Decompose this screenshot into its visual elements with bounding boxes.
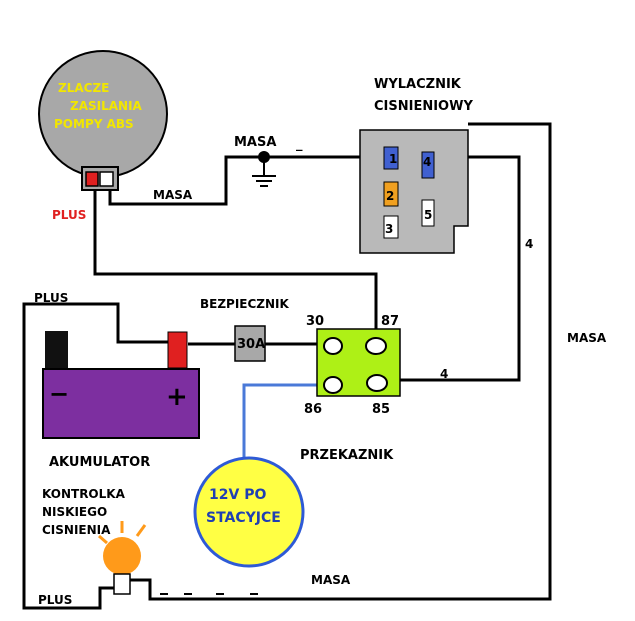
lamp-label-1: KONTROLKA [42, 487, 126, 501]
switch-pin-2: 2 [386, 189, 394, 203]
fuse-body [234, 325, 266, 362]
pump-masa-label: MASA [153, 188, 193, 202]
pump-label-1: ZLACZE [58, 81, 109, 95]
wire-4-label-horizontal: 4 [440, 367, 448, 381]
wire-4-label-vertical: 4 [525, 237, 533, 251]
masa-bottom-label: MASA [311, 573, 351, 587]
fuse-title: BEZPIECZNIK [200, 297, 290, 311]
relay-title: PRZEKAZNIK [300, 448, 394, 463]
battery-minus: − [49, 380, 69, 408]
pump-plus-label: PLUS [52, 208, 86, 222]
ignition-label-2: STACYJCE [206, 510, 281, 526]
lamp-plus-label: PLUS [38, 593, 72, 607]
wire-masa-right [128, 122, 552, 601]
ground-symbol [252, 151, 276, 187]
switch-pin-3: 3 [385, 222, 393, 236]
lamp-label-3: CISNIENIA [42, 523, 111, 537]
pump-label-3: POMPY ABS [54, 117, 134, 131]
relay-terminal-86: 86 [304, 402, 322, 417]
battery-title: AKUMULATOR [49, 455, 150, 470]
wire-lamp-plus [22, 575, 116, 610]
switch-pin-5: 5 [424, 208, 432, 222]
switch-title-2: CISNIENIOWY [374, 99, 473, 114]
battery-plus: + [166, 382, 188, 412]
ignition-label-1: 12V PO [209, 487, 266, 503]
ignition-circle [193, 456, 305, 568]
relay-terminal-85: 85 [372, 402, 390, 417]
fuse-rating: 30A [237, 337, 265, 352]
switch-pin-4: 4 [423, 155, 431, 169]
battery-plus-wire-label: PLUS [34, 291, 68, 305]
masa-right-label: MASA [567, 331, 607, 345]
wire-pump-masa [108, 155, 264, 206]
ground-label: MASA [234, 135, 276, 150]
warning-lamp [98, 521, 147, 595]
pressure-switch [359, 129, 469, 254]
pump-label-2: ZASILANIA [70, 99, 143, 113]
relay [316, 328, 401, 397]
wires [22, 122, 552, 610]
switch-pin-1: 1 [389, 152, 397, 166]
wire-battery-plus [22, 302, 177, 575]
lamp-label-2: NISKIEGO [42, 505, 107, 519]
switch-title-1: WYLACZNIK [374, 77, 462, 92]
pump-connector [38, 50, 168, 191]
wire-4 [400, 155, 521, 382]
ground-sign: _ [296, 137, 303, 152]
relay-terminal-30: 30 [306, 314, 324, 329]
relay-terminal-87: 87 [381, 314, 399, 329]
wire-ignition [242, 383, 333, 468]
battery [42, 331, 200, 439]
wire-pump-plus [93, 188, 378, 344]
